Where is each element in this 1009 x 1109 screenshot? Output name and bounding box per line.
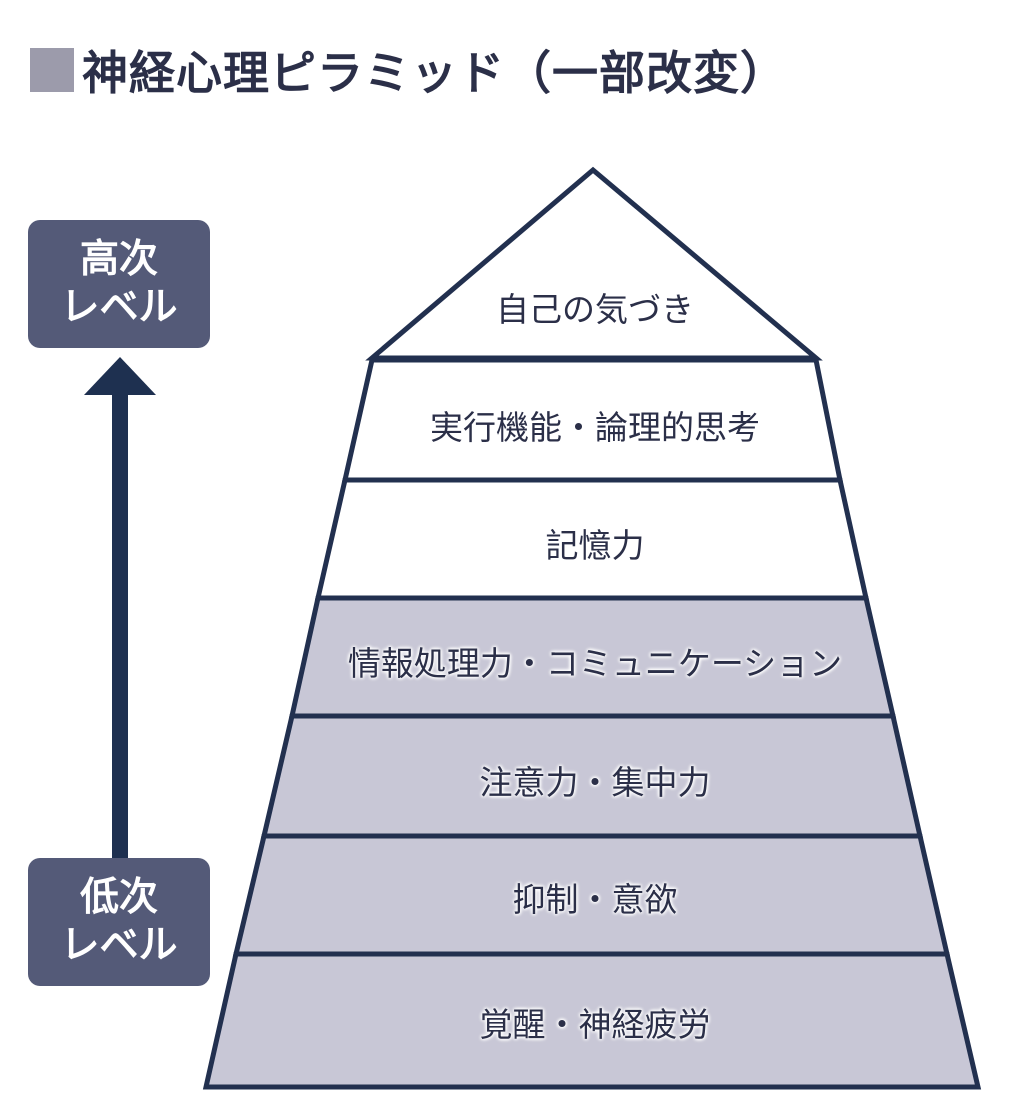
arrow-up-icon bbox=[84, 357, 156, 858]
high-level-badge: 高次 レベル bbox=[28, 220, 210, 348]
layer-label-4: 情報処理力・コミュニケーション bbox=[347, 644, 843, 683]
low-level-line1: 低次 bbox=[79, 875, 158, 920]
high-level-line2: レベル bbox=[60, 285, 178, 330]
layer-label-7: 覚醒・神経疲労 bbox=[479, 1005, 711, 1044]
layer-shape-7 bbox=[202, 951, 982, 1090]
layer-label-3: 記憶力 bbox=[545, 526, 645, 565]
high-level-line1: 高次 bbox=[79, 237, 158, 282]
layer-label-1: 自己の気づき bbox=[496, 290, 694, 329]
layer-label-2: 実行機能・論理的思考 bbox=[430, 408, 760, 447]
low-level-line2: レベル bbox=[60, 923, 178, 968]
title-bar: 神経心理ピラミッド（一部改変） bbox=[30, 40, 787, 100]
layer-label-6: 抑制・意欲 bbox=[512, 880, 678, 919]
layer-label-5: 注意力・集中力 bbox=[479, 763, 711, 802]
page-title: 神経心理ピラミッド（一部改変） bbox=[82, 46, 787, 100]
title-square-icon bbox=[30, 48, 74, 92]
low-level-badge: 低次 レベル bbox=[28, 858, 210, 986]
